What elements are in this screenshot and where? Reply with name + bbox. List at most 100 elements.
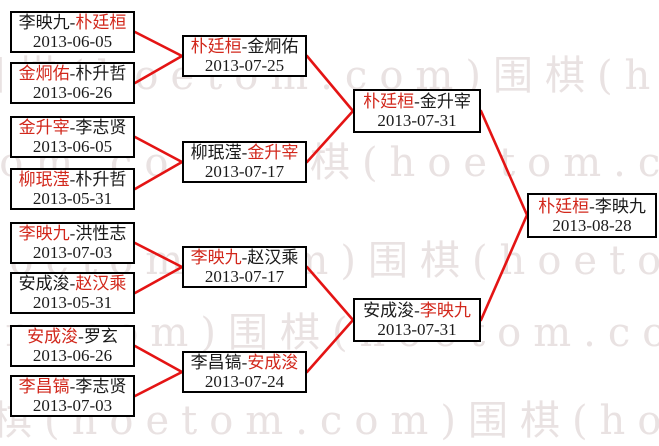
match-date: 2013-06-05 bbox=[32, 32, 113, 51]
match-date: 2013-06-26 bbox=[32, 346, 113, 365]
connector-line bbox=[305, 109, 355, 164]
player2-name: 朴廷桓 bbox=[75, 13, 127, 32]
dash-separator: - bbox=[69, 170, 76, 189]
match-date: 2013-07-03 bbox=[32, 243, 113, 262]
player1-name: 李昌镐 bbox=[18, 377, 70, 396]
match-players: 李映九-洪性志 bbox=[12, 224, 133, 243]
dash-separator: - bbox=[78, 327, 84, 346]
match-players: 朴廷桓-李映九 bbox=[529, 197, 655, 216]
player1-name: 金炯佑 bbox=[18, 64, 70, 83]
player1-name: 安成浚 bbox=[18, 274, 70, 293]
dash-separator: - bbox=[69, 274, 76, 293]
player2-name: 金升宰 bbox=[247, 143, 299, 162]
player1-name: 柳珉滢 bbox=[190, 143, 242, 162]
match-box-semifinal-2: 安成浚-李映九 2013-07-31 bbox=[353, 298, 481, 342]
match-date: 2013-07-24 bbox=[204, 372, 285, 391]
match-date: 2013-07-31 bbox=[377, 320, 457, 339]
connector-line bbox=[305, 318, 355, 374]
match-box-round1-8: 李昌镐-李志贤 2013-07-03 bbox=[10, 375, 135, 417]
match-box-semifinal-1: 朴廷桓-金升宰 2013-07-31 bbox=[353, 89, 481, 133]
player1-name: 朴廷桓 bbox=[363, 92, 415, 111]
dash-separator: - bbox=[241, 353, 248, 372]
player1-name: 李映九 bbox=[190, 248, 242, 267]
connector-line bbox=[305, 54, 355, 113]
connector-line bbox=[133, 344, 184, 374]
match-date: 2013-06-05 bbox=[32, 137, 113, 156]
match-date: 2013-05-31 bbox=[32, 189, 113, 208]
connector-line bbox=[133, 160, 184, 191]
match-box-final: 朴廷桓-李映九 2013-08-28 bbox=[527, 193, 657, 238]
player1-name: 朴廷桓 bbox=[538, 196, 590, 216]
match-date: 2013-05-31 bbox=[32, 293, 113, 312]
player1-name: 朴廷桓 bbox=[190, 37, 242, 56]
dash-separator: - bbox=[241, 248, 248, 267]
dash-separator: - bbox=[69, 64, 76, 83]
match-box-round2-3: 李映九-赵汉乘 2013-07-17 bbox=[182, 246, 307, 288]
dash-separator: - bbox=[414, 92, 420, 111]
match-box-round1-4: 柳珉滢-朴升哲 2013-05-31 bbox=[10, 168, 135, 210]
player1-name: 安成浚 bbox=[363, 301, 415, 320]
player2-name: 金炯佑 bbox=[247, 37, 299, 56]
match-players: 柳珉滢-金升宰 bbox=[184, 143, 305, 162]
match-date: 2013-06-26 bbox=[32, 83, 113, 102]
match-box-round1-7: 安成浚-罗玄 2013-06-26 bbox=[10, 325, 135, 367]
tournament-bracket: { "watermark": { "text": "围棋(hoetom.com)… bbox=[0, 11, 659, 444]
bracket-connectors bbox=[133, 30, 529, 398]
player2-name: 李志贤 bbox=[75, 377, 127, 396]
player2-name: 朴升哲 bbox=[75, 64, 127, 83]
match-box-round1-6: 安成浚-赵汉乘 2013-05-31 bbox=[10, 272, 135, 314]
match-date: 2013-07-17 bbox=[204, 267, 285, 286]
match-date: 2013-07-03 bbox=[32, 396, 113, 415]
player2-name: 朴升哲 bbox=[75, 170, 127, 189]
player2-name: 李映九 bbox=[419, 301, 471, 320]
dash-separator: - bbox=[69, 13, 76, 32]
dash-separator: - bbox=[241, 143, 248, 162]
dash-separator: - bbox=[589, 196, 595, 216]
connector-line bbox=[479, 109, 529, 217]
player2-name: 罗玄 bbox=[83, 327, 118, 346]
match-date: 2013-07-31 bbox=[377, 111, 457, 130]
match-box-round1-3: 金升宰-李志贤 2013-06-05 bbox=[10, 116, 135, 158]
match-box-round1-1: 李映九-朴廷桓 2013-06-05 bbox=[10, 11, 135, 53]
player1-name: 李映九 bbox=[18, 224, 70, 243]
match-box-round2-1: 朴廷桓-金炯佑 2013-07-25 bbox=[182, 35, 307, 77]
dash-separator: - bbox=[241, 37, 248, 56]
match-box-round1-5: 李映九-洪性志 2013-07-03 bbox=[10, 222, 135, 264]
player1-name: 安成浚 bbox=[27, 327, 79, 346]
connector-line bbox=[133, 241, 184, 269]
player2-name: 金升宰 bbox=[419, 92, 471, 111]
match-box-round2-4: 李昌镐-安成浚 2013-07-24 bbox=[182, 351, 307, 393]
match-players: 朴廷桓-金炯佑 bbox=[184, 37, 305, 56]
connector-line bbox=[133, 370, 184, 398]
connector-line bbox=[133, 30, 184, 58]
match-players: 李昌镐-安成浚 bbox=[184, 353, 305, 372]
player2-name: 李志贤 bbox=[75, 118, 127, 137]
player2-name: 洪性志 bbox=[75, 224, 127, 243]
connector-line bbox=[305, 265, 355, 322]
connector-line bbox=[133, 135, 184, 164]
match-players: 李昌镐-李志贤 bbox=[12, 377, 133, 396]
match-players: 李映九-赵汉乘 bbox=[184, 248, 305, 267]
match-players: 安成浚-赵汉乘 bbox=[12, 274, 133, 293]
match-players: 李映九-朴廷桓 bbox=[12, 13, 133, 32]
player1-name: 金升宰 bbox=[18, 118, 70, 137]
match-box-round1-2: 金炯佑-朴升哲 2013-06-26 bbox=[10, 62, 135, 104]
match-box-round2-2: 柳珉滢-金升宰 2013-07-17 bbox=[182, 141, 307, 183]
dash-separator: - bbox=[69, 118, 76, 137]
player1-name: 李映九 bbox=[18, 13, 70, 32]
connector-line bbox=[133, 54, 184, 85]
match-date: 2013-08-28 bbox=[552, 215, 632, 235]
dash-separator: - bbox=[414, 301, 420, 320]
player1-name: 柳珉滢 bbox=[18, 170, 70, 189]
match-players: 柳珉滢-朴升哲 bbox=[12, 170, 133, 189]
connector-line bbox=[133, 265, 184, 295]
player2-name: 安成浚 bbox=[247, 353, 299, 372]
connector-line bbox=[479, 213, 529, 322]
player2-name: 赵汉乘 bbox=[247, 248, 299, 267]
match-players: 朴廷桓-金升宰 bbox=[355, 92, 479, 111]
dash-separator: - bbox=[69, 224, 76, 243]
player1-name: 李昌镐 bbox=[190, 353, 242, 372]
match-players: 安成浚-李映九 bbox=[355, 301, 479, 320]
player2-name: 赵汉乘 bbox=[75, 274, 127, 293]
dash-separator: - bbox=[69, 377, 76, 396]
